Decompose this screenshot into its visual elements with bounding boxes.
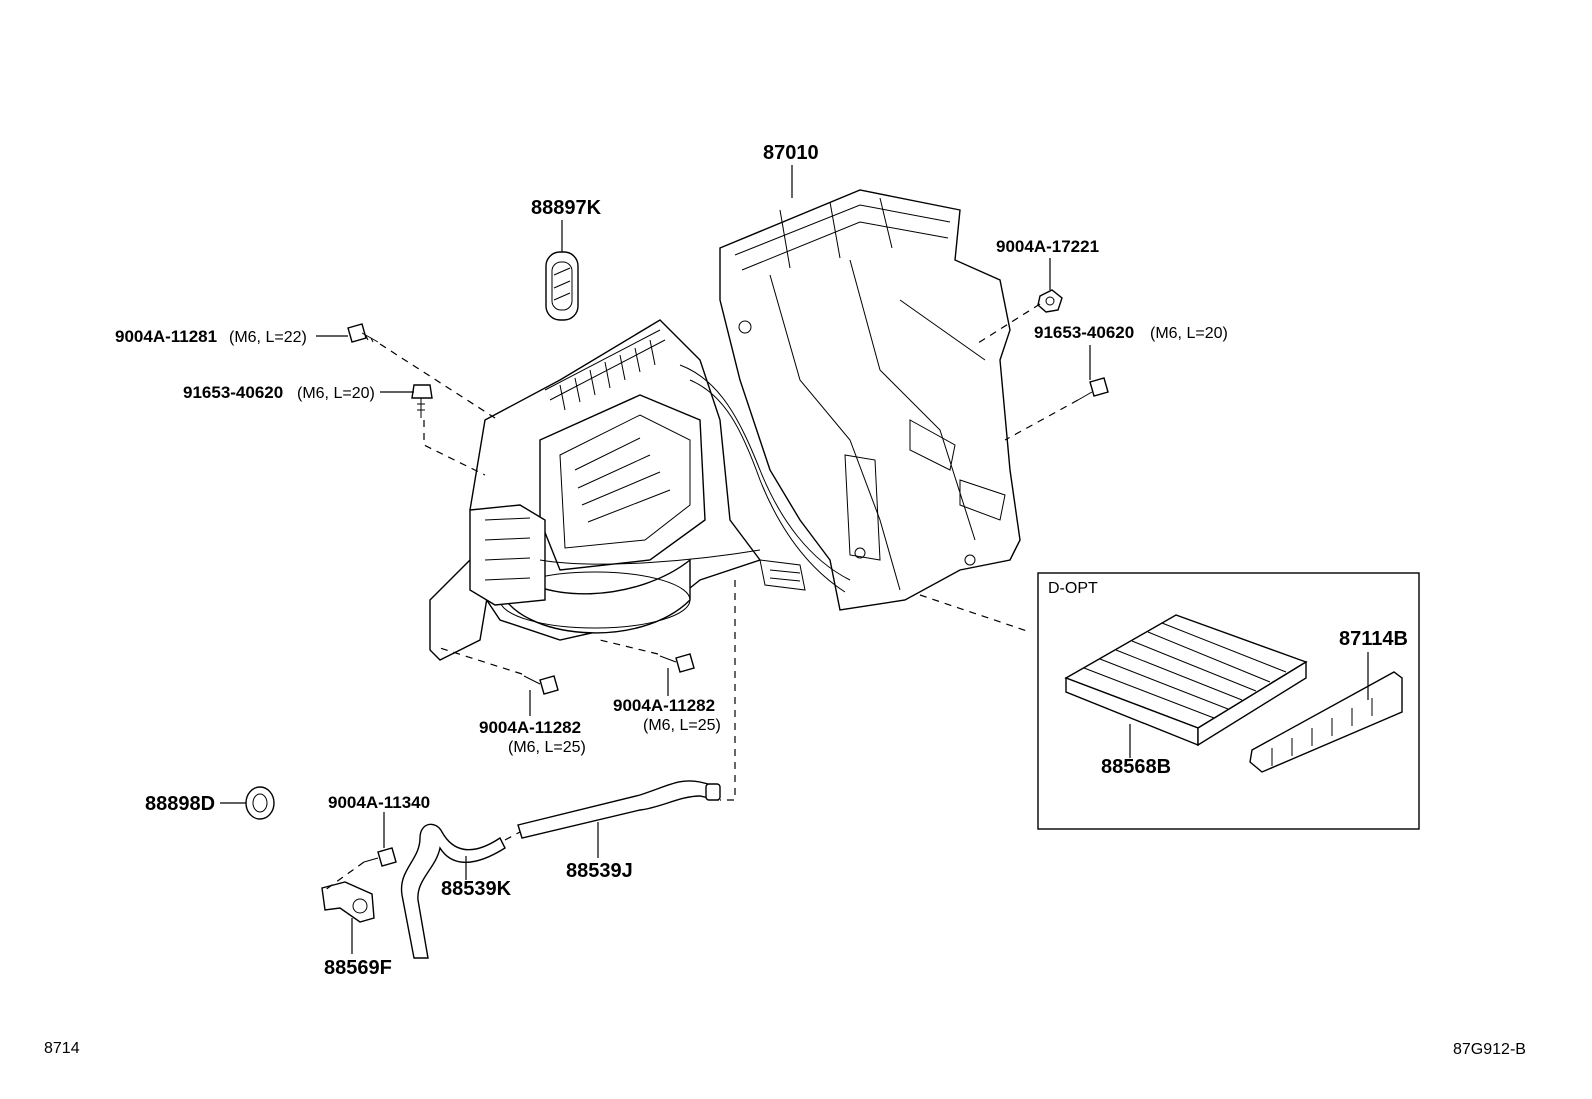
heater-unit-assembly xyxy=(429,189,1021,661)
bolt-9004A-11282-a xyxy=(523,675,559,695)
part-88898D-grommet xyxy=(245,786,275,820)
spec-9004A-11282-a: (M6, L=25) xyxy=(508,739,586,756)
nut-9004A-17221 xyxy=(1037,289,1063,313)
bolt-9004A-11281 xyxy=(347,323,379,343)
label-88568B: 88568B xyxy=(1101,756,1171,778)
label-91653-40620-right: 91653-40620 xyxy=(1034,323,1134,342)
part-88539J-hose xyxy=(517,780,721,839)
label-87114B: 87114B xyxy=(1339,628,1408,650)
leader-lines xyxy=(220,165,1369,954)
label-9004A-11282-b: 9004A-11282 xyxy=(613,696,715,715)
label-87010: 87010 xyxy=(763,142,819,164)
label-9004A-11282-a: 9004A-11282 xyxy=(479,718,581,737)
assembly-dashed-lines xyxy=(324,303,1079,891)
spec-91653-40620-right: (M6, L=20) xyxy=(1150,325,1228,342)
option-box-label: D-OPT xyxy=(1048,580,1098,597)
label-88897K: 88897K xyxy=(531,197,602,219)
label-9004A-17221: 9004A-17221 xyxy=(996,237,1099,256)
label-88539K: 88539K xyxy=(441,878,512,900)
label-88539J: 88539J xyxy=(566,860,633,882)
footer-right-code: 87G912-B xyxy=(1453,1041,1526,1058)
bolt-91653-40620-right xyxy=(1077,377,1109,401)
part-87114B-cover xyxy=(1249,671,1403,773)
bolt-91653-40620-left xyxy=(411,384,433,418)
part-88897K-packing xyxy=(545,251,579,321)
label-9004A-11281: 9004A-11281 xyxy=(115,327,217,346)
callout-labels: 87010 88897K 9004A-17221 9004A-11281 (M6… xyxy=(44,142,1526,1058)
label-9004A-11340: 9004A-11340 xyxy=(328,793,430,812)
spec-91653-40620-left: (M6, L=20) xyxy=(297,385,375,402)
label-91653-40620-left: 91653-40620 xyxy=(183,383,283,402)
spec-9004A-11282-b: (M6, L=25) xyxy=(643,717,721,734)
option-box xyxy=(1037,572,1420,830)
part-88539K-hose xyxy=(400,823,506,959)
label-88569F: 88569F xyxy=(324,957,392,979)
bolt-9004A-11340 xyxy=(363,847,397,867)
bolt-9004A-11282-b xyxy=(659,653,695,673)
footer-left-code: 8714 xyxy=(44,1040,80,1057)
label-88898D: 88898D xyxy=(145,793,215,815)
part-88569F-clamp xyxy=(321,881,375,923)
part-88568B-filter xyxy=(1064,614,1308,747)
spec-9004A-11281: (M6, L=22) xyxy=(229,329,307,346)
